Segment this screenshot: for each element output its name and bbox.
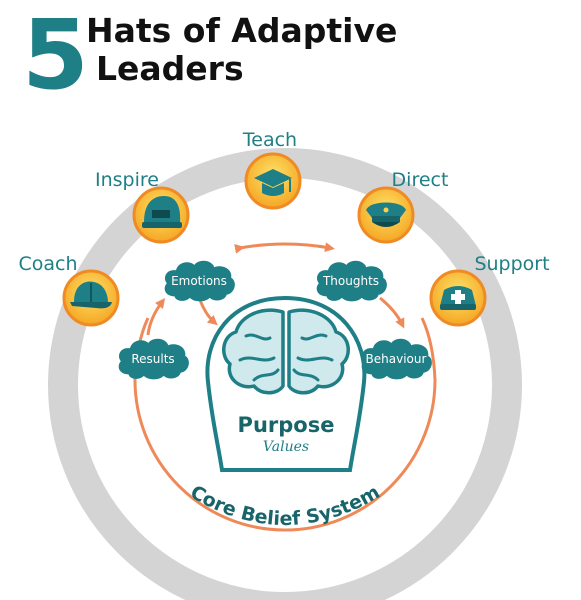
hat-label-inspire: Inspire: [95, 169, 159, 191]
purpose-label: Purpose: [238, 413, 335, 437]
cloud-label-thoughts: Thoughts: [322, 274, 379, 288]
cloud-label-emotions: Emotions: [171, 274, 227, 288]
title-line-2: Leaders: [96, 49, 244, 88]
hat-label-teach: Teach: [242, 129, 297, 151]
arrow-emotions-thoughts: [234, 242, 335, 254]
nurse-cap-icon: [429, 269, 487, 327]
cloud-results: Results: [118, 338, 189, 380]
cloud-thoughts: Thoughts: [316, 260, 387, 302]
hat-label-coach: Coach: [18, 253, 77, 275]
brain-icon: [222, 308, 350, 395]
core-belief-arc: [133, 379, 437, 532]
cloud-label-results: Results: [131, 352, 174, 366]
values-label: Values: [263, 439, 309, 455]
officer-cap-icon: [357, 186, 415, 244]
arc-behaviour-right: [420, 317, 437, 381]
arrow-emotions-brain: [198, 299, 218, 326]
cloud-behaviour: Behaviour: [361, 338, 432, 380]
helmet-icon: [132, 186, 190, 244]
title-number: 5: [22, 0, 89, 111]
hat-label-support: Support: [474, 253, 549, 275]
core-belief-label: Core Belief System: [186, 481, 383, 530]
title: 5 Hats of Adaptive Leaders: [22, 0, 397, 111]
baseball-cap-icon: [62, 269, 120, 327]
arrow-thoughts-behaviour: [379, 296, 405, 329]
cloud-label-behaviour: Behaviour: [366, 352, 427, 366]
graduation-cap-icon: [244, 152, 302, 210]
hat-label-direct: Direct: [392, 169, 449, 191]
arrow-results-emotions: [146, 297, 165, 336]
title-line-1: Hats of Adaptive: [86, 11, 397, 50]
cloud-emotions: Emotions: [164, 260, 235, 302]
